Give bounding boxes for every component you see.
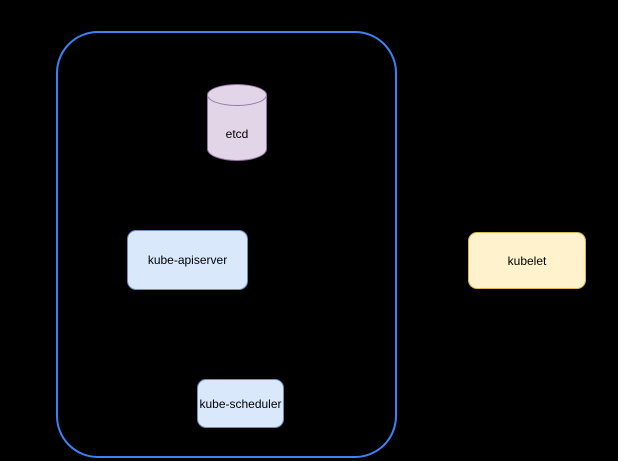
etcd-cylinder-body bbox=[207, 95, 267, 161]
kube-apiserver-label: kube-apiserver bbox=[147, 253, 228, 267]
node-etcd: etcd bbox=[207, 84, 267, 161]
etcd-label: etcd bbox=[225, 126, 249, 141]
etcd-cylinder-top-ellipse bbox=[207, 84, 267, 106]
node-kube-scheduler: kube-scheduler bbox=[197, 379, 284, 428]
kube-scheduler-label: kube-scheduler bbox=[199, 396, 282, 411]
kubelet-label: kubelet bbox=[507, 253, 547, 268]
control-plane-boundary bbox=[56, 31, 397, 458]
node-kube-apiserver: kube-apiserver bbox=[127, 230, 248, 290]
node-kubelet: kubelet bbox=[468, 232, 586, 289]
